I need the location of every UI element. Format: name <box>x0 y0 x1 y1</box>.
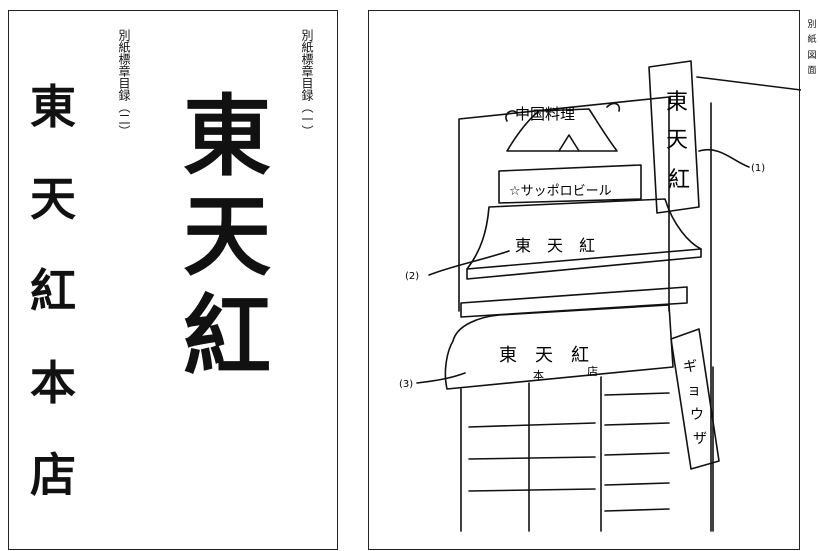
right-wall <box>696 76 801 532</box>
upper-roof-hook-left <box>505 110 518 122</box>
banner-char: ウ <box>690 407 704 423</box>
banner-char: ョ <box>687 383 701 399</box>
drawing-caption-char: 別 <box>807 20 817 30</box>
label-two: (2) <box>405 271 419 282</box>
awning <box>444 304 674 390</box>
trademark-one-mark: 東 天 紅 <box>177 66 277 388</box>
mark-two-char: 天 <box>30 172 76 226</box>
peak-triangle <box>558 134 580 152</box>
mark-two-char: 東 <box>30 80 76 134</box>
label-three: (3) <box>399 379 413 390</box>
mid-beam <box>460 286 688 318</box>
mark-one-char: 紅 <box>182 284 271 388</box>
leader-three <box>416 372 466 384</box>
mark-one-char: 東 <box>182 84 271 188</box>
drawing-caption-char: 図 <box>807 50 817 61</box>
sign-sapporo-beer: ☆サッポロビール <box>509 184 612 199</box>
roof-shop-name: 東 天 紅 <box>515 236 595 255</box>
awning-shop-name: 東 天 紅 <box>499 345 589 366</box>
trademark-two-mark: 東 天 紅 本 店 <box>23 71 83 531</box>
leader-two <box>428 250 510 276</box>
building-outline <box>458 96 670 312</box>
upper-roof <box>506 108 618 152</box>
main-roof <box>466 198 702 270</box>
label-one: (1) <box>751 163 765 174</box>
mark-two-char: 本 <box>30 356 76 410</box>
sign-chinese-cuisine: 中国料理 <box>515 105 575 123</box>
hanging-banner <box>670 328 720 470</box>
mark-two-char: 店 <box>30 448 76 502</box>
storefront-frame <box>460 366 714 532</box>
trademark-list-page: 別紙標章目録（二） 別紙標章目録（一） 東 天 紅 本 店 東 天 紅 <box>8 10 338 550</box>
beer-band <box>498 164 642 204</box>
mark-one-char: 天 <box>182 184 271 288</box>
vertical-sign-char: 東 <box>666 90 688 115</box>
storefront-rails <box>468 422 596 492</box>
banner-char: ギ <box>683 359 697 375</box>
mark-two-char: 紅 <box>30 264 76 318</box>
drawing-caption: 別 紙 図 面 <box>805 18 819 79</box>
caption-trademark-one: 別紙標章目録（一） <box>300 29 314 137</box>
drawing-caption-char: 面 <box>807 65 817 76</box>
banner-char: ザ <box>693 431 707 447</box>
vertical-sign-char: 天 <box>666 128 688 153</box>
upper-roof-hook-right <box>606 102 621 112</box>
roof-bottom <box>466 248 702 280</box>
drawing-caption-char: 紙 <box>807 35 817 46</box>
caption-trademark-two: 別紙標章目録（二） <box>117 29 131 137</box>
leader-one <box>698 148 750 168</box>
storefront-drawing-page: 中国料理 ☆サッポロビール 東 天 紅 東 天 紅 本 店 東 天 紅 ギ ョ … <box>368 10 801 550</box>
awning-sub-hon: 本 <box>533 368 544 382</box>
awning-sub-ten: 店 <box>587 364 598 378</box>
vertical-sign-box <box>648 60 700 214</box>
menu-lines <box>604 392 670 512</box>
vertical-sign-char: 紅 <box>668 168 690 193</box>
storefront-illustration: 中国料理 ☆サッポロビール 東 天 紅 東 天 紅 本 店 東 天 紅 ギ ョ … <box>399 60 801 532</box>
